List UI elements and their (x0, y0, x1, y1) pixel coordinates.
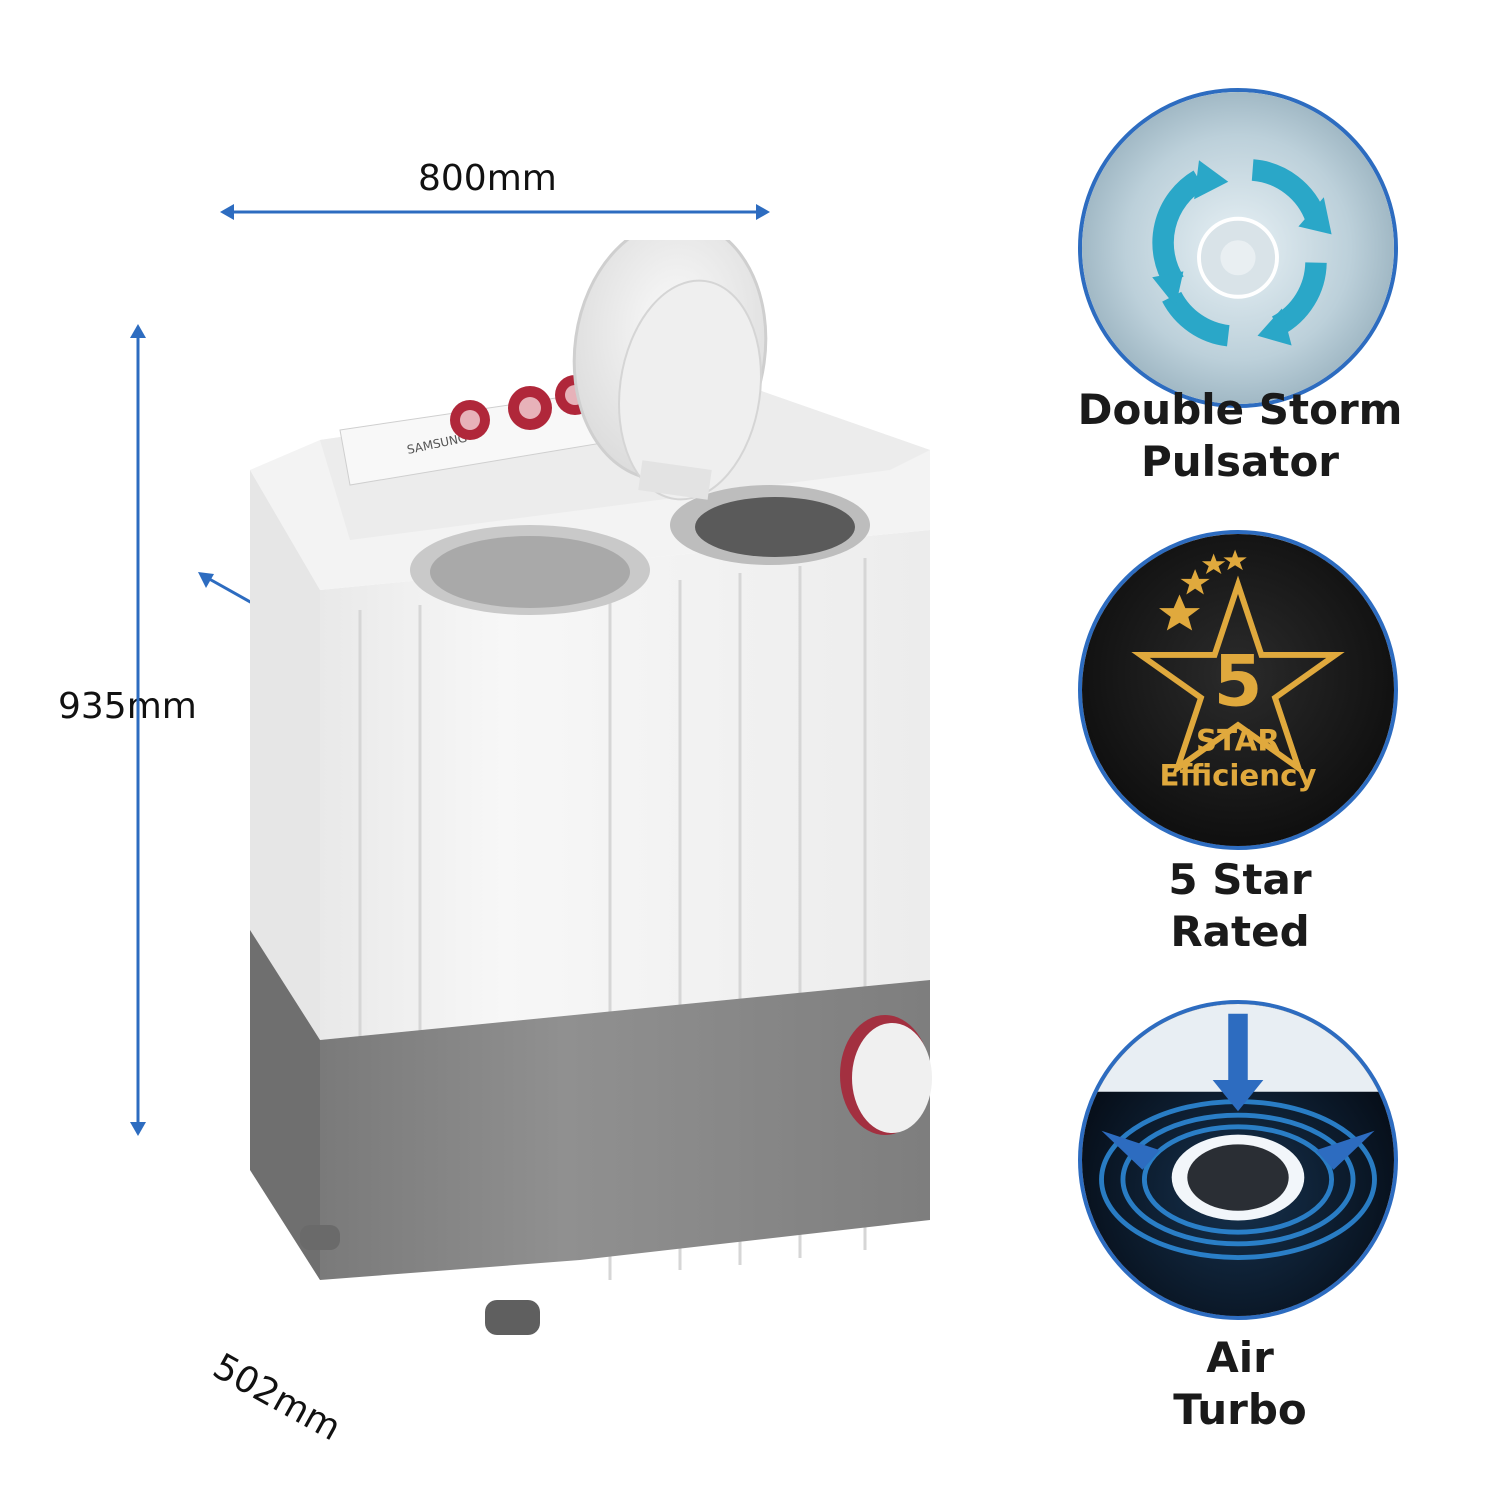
air-turbo-icon (1078, 1000, 1398, 1320)
width-arrow-icon (220, 204, 770, 220)
five-star-efficiency-icon: 5 STAR Efficiency (1078, 530, 1398, 850)
washing-machine-illustration: SAMSUNG (250, 240, 932, 1335)
depth-dimension-label: 502mm (206, 1346, 348, 1450)
height-dimension-label: 935mm (58, 686, 197, 727)
badge-line-efficiency: Efficiency (1159, 759, 1316, 793)
badge-number: 5 (1214, 641, 1263, 723)
double-storm-pulsator-icon (1078, 88, 1398, 408)
width-dimension-label: 800mm (418, 158, 557, 199)
badge-line-star: STAR (1196, 723, 1280, 757)
feature-title-five-star: 5 Star Rated (1168, 855, 1312, 956)
feature-title-air-turbo: Air Turbo (1173, 1333, 1307, 1434)
height-arrow-icon (130, 324, 146, 1136)
feature-title-double-storm: Double Storm Pulsator (1077, 385, 1403, 486)
